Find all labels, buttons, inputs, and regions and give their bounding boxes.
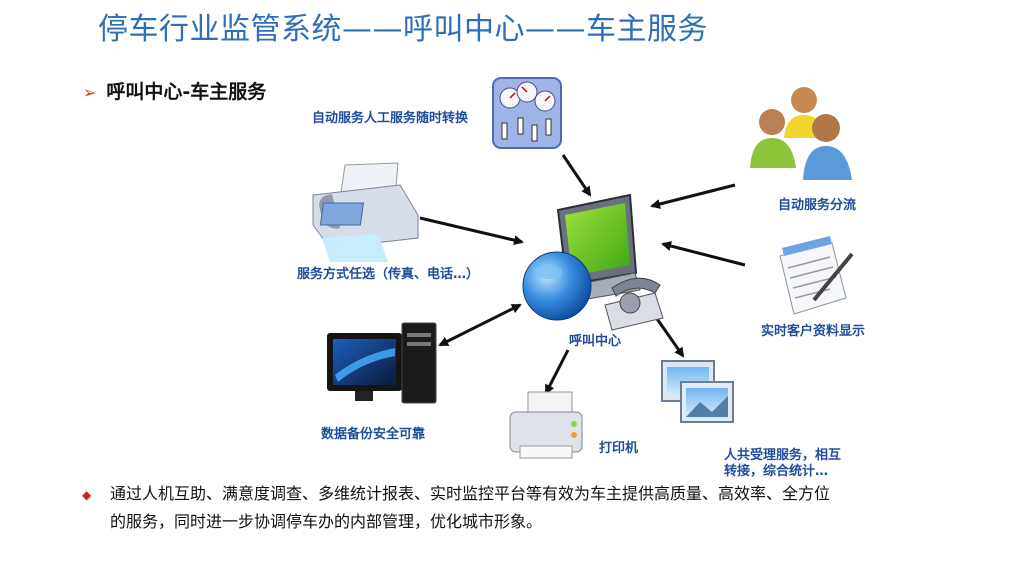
node-label-service-switch: 自动服务人工服务随时转换 xyxy=(312,111,469,126)
section-heading: ➢ 呼叫中心-车主服务 xyxy=(83,77,266,104)
diamond-bullet-icon: ◆ xyxy=(82,488,92,502)
control-panel-icon xyxy=(492,77,562,149)
arrow-from-customer-data xyxy=(661,241,746,267)
users-group-icon xyxy=(750,87,852,180)
node-label-data-backup: 数据备份安全可靠 xyxy=(321,427,426,442)
node-label-customer-data: 实时客户资料显示 xyxy=(761,324,866,339)
arrow-bullet-icon: ➢ xyxy=(83,83,97,102)
node-label-auto-distribution: 自动服务分流 xyxy=(778,198,857,213)
node-label-call-center: 呼叫中心 xyxy=(569,334,622,349)
fax-machine-icon xyxy=(312,162,419,262)
node-label-manual-service-line2: 转接，综合统计… xyxy=(724,464,829,479)
arrow-from-distribution xyxy=(650,183,736,209)
printer-icon xyxy=(509,391,583,459)
node-label-manual-service-line1: 人共受理服务，相互 xyxy=(724,448,842,463)
node-label-printer: 打印机 xyxy=(599,441,639,456)
page-title: 停车行业监管系统——呼叫中心——车主服务 xyxy=(98,12,708,47)
description-paragraph: ◆ 通过人机互助、满意度调查、多维统计报表、实时监控平台等有效为车主提供高质量、… xyxy=(82,480,982,536)
desktop-computer-icon xyxy=(327,322,437,404)
arrow-to-backup xyxy=(438,303,522,347)
document-pen-icon xyxy=(779,236,854,315)
call-center-hub-icon xyxy=(522,193,664,331)
image-windows-icon xyxy=(661,360,734,423)
section-heading-text: 呼叫中心-车主服务 xyxy=(106,81,267,103)
arrow-to-printer xyxy=(544,349,570,395)
arrow-from-switch xyxy=(561,154,592,197)
arrow-from-fax xyxy=(419,216,524,246)
connector-arrows xyxy=(419,154,746,395)
node-label-service-mode: 服务方式任选（传真、电话…） xyxy=(297,267,480,282)
arrow-to-manual-service xyxy=(651,312,685,358)
description-line-2: 的服务，同时进一步协调停车办的内部管理，优化城市形象。 xyxy=(110,512,543,531)
description-line-1: 通过人机互助、满意度调查、多维统计报表、实时监控平台等有效为车主提供高质量、高效… xyxy=(110,484,831,503)
